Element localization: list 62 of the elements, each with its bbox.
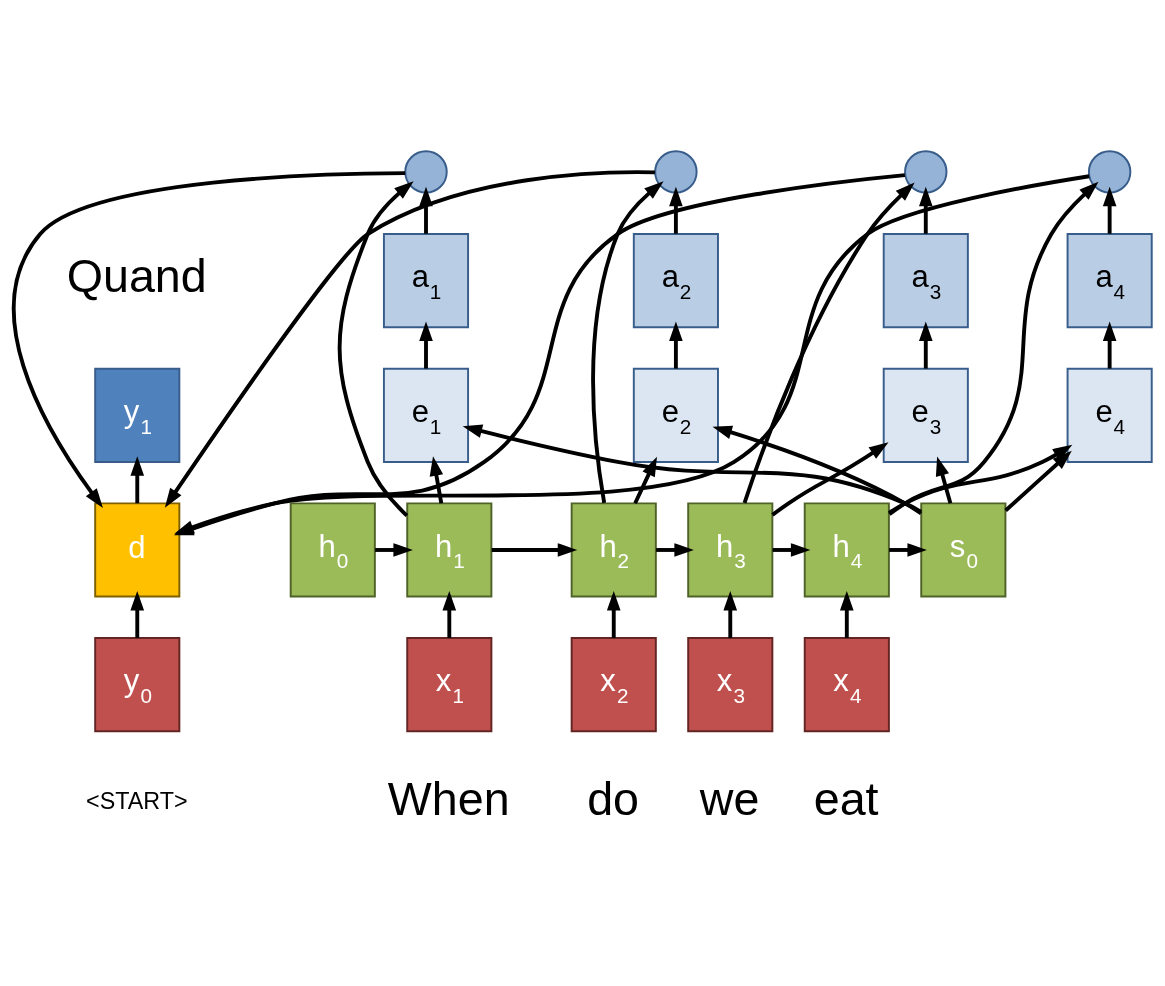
arrow bbox=[442, 590, 457, 638]
node-box: d bbox=[94, 502, 181, 598]
node-box: s$_{0}$ bbox=[920, 502, 1007, 598]
node-box: a$_{3}$ bbox=[882, 233, 969, 329]
node-box: e$_{3}$ bbox=[882, 367, 969, 463]
arrow bbox=[419, 321, 433, 369]
node-box: h$_{2}$ bbox=[570, 502, 657, 598]
node-box: a$_{4}$ bbox=[1066, 233, 1153, 329]
node-box: a$_{1}$ bbox=[382, 233, 470, 329]
arrow bbox=[491, 543, 578, 557]
arrow bbox=[1102, 321, 1117, 369]
arrow bbox=[669, 321, 683, 369]
node-box: h$_{4}$ bbox=[803, 502, 890, 598]
node-label: do bbox=[587, 773, 640, 826]
arrow bbox=[130, 456, 145, 504]
node-box: h$_{1}$ bbox=[406, 502, 493, 598]
arrow bbox=[462, 424, 922, 514]
node-box: x$_{1}$ bbox=[406, 637, 493, 733]
node-box: x$_{4}$ bbox=[803, 637, 890, 733]
node-circle bbox=[654, 150, 698, 194]
node-label: eat bbox=[813, 773, 879, 826]
node-box: h$_{3}$ bbox=[687, 502, 774, 598]
node-box: h$_{0}$ bbox=[289, 502, 376, 598]
arrow bbox=[1102, 186, 1117, 234]
node-box: y$_{0}$ bbox=[94, 637, 181, 733]
arrow bbox=[712, 425, 923, 516]
arrow bbox=[669, 186, 683, 234]
arrow bbox=[606, 590, 621, 638]
node-label: we bbox=[699, 773, 760, 826]
arrow bbox=[918, 186, 933, 234]
arrow bbox=[771, 442, 889, 517]
node-box: a$_{2}$ bbox=[632, 233, 719, 329]
arrow bbox=[130, 590, 145, 638]
node-box: e$_{1}$ bbox=[382, 367, 470, 463]
node-circle bbox=[404, 150, 448, 194]
node-circle bbox=[1087, 150, 1132, 194]
node-box: e$_{2}$ bbox=[632, 367, 719, 463]
arrow bbox=[419, 186, 433, 234]
arrow bbox=[429, 456, 444, 504]
arrow bbox=[723, 590, 738, 638]
arrow bbox=[889, 543, 927, 557]
arrow bbox=[742, 182, 915, 504]
node-circle bbox=[904, 150, 948, 194]
arrow bbox=[888, 181, 1099, 516]
node-box: x$_{2}$ bbox=[570, 637, 657, 733]
arrow bbox=[1004, 450, 1072, 512]
arrow bbox=[12, 171, 406, 508]
arrow bbox=[656, 543, 694, 557]
node-label: Quand bbox=[66, 250, 207, 303]
arrow bbox=[337, 181, 414, 517]
node-label: <START> bbox=[86, 788, 188, 815]
node-box: y$_{1}$ bbox=[94, 367, 181, 463]
arrow bbox=[888, 444, 1073, 515]
node-box: x$_{3}$ bbox=[687, 637, 774, 733]
node-label: When bbox=[387, 773, 510, 826]
arrow bbox=[772, 543, 811, 557]
arrow bbox=[840, 590, 854, 638]
arrow bbox=[591, 181, 664, 504]
arrow bbox=[935, 456, 953, 504]
arrow bbox=[375, 543, 413, 557]
node-box: e$_{4}$ bbox=[1066, 367, 1153, 463]
arrow bbox=[918, 321, 933, 369]
